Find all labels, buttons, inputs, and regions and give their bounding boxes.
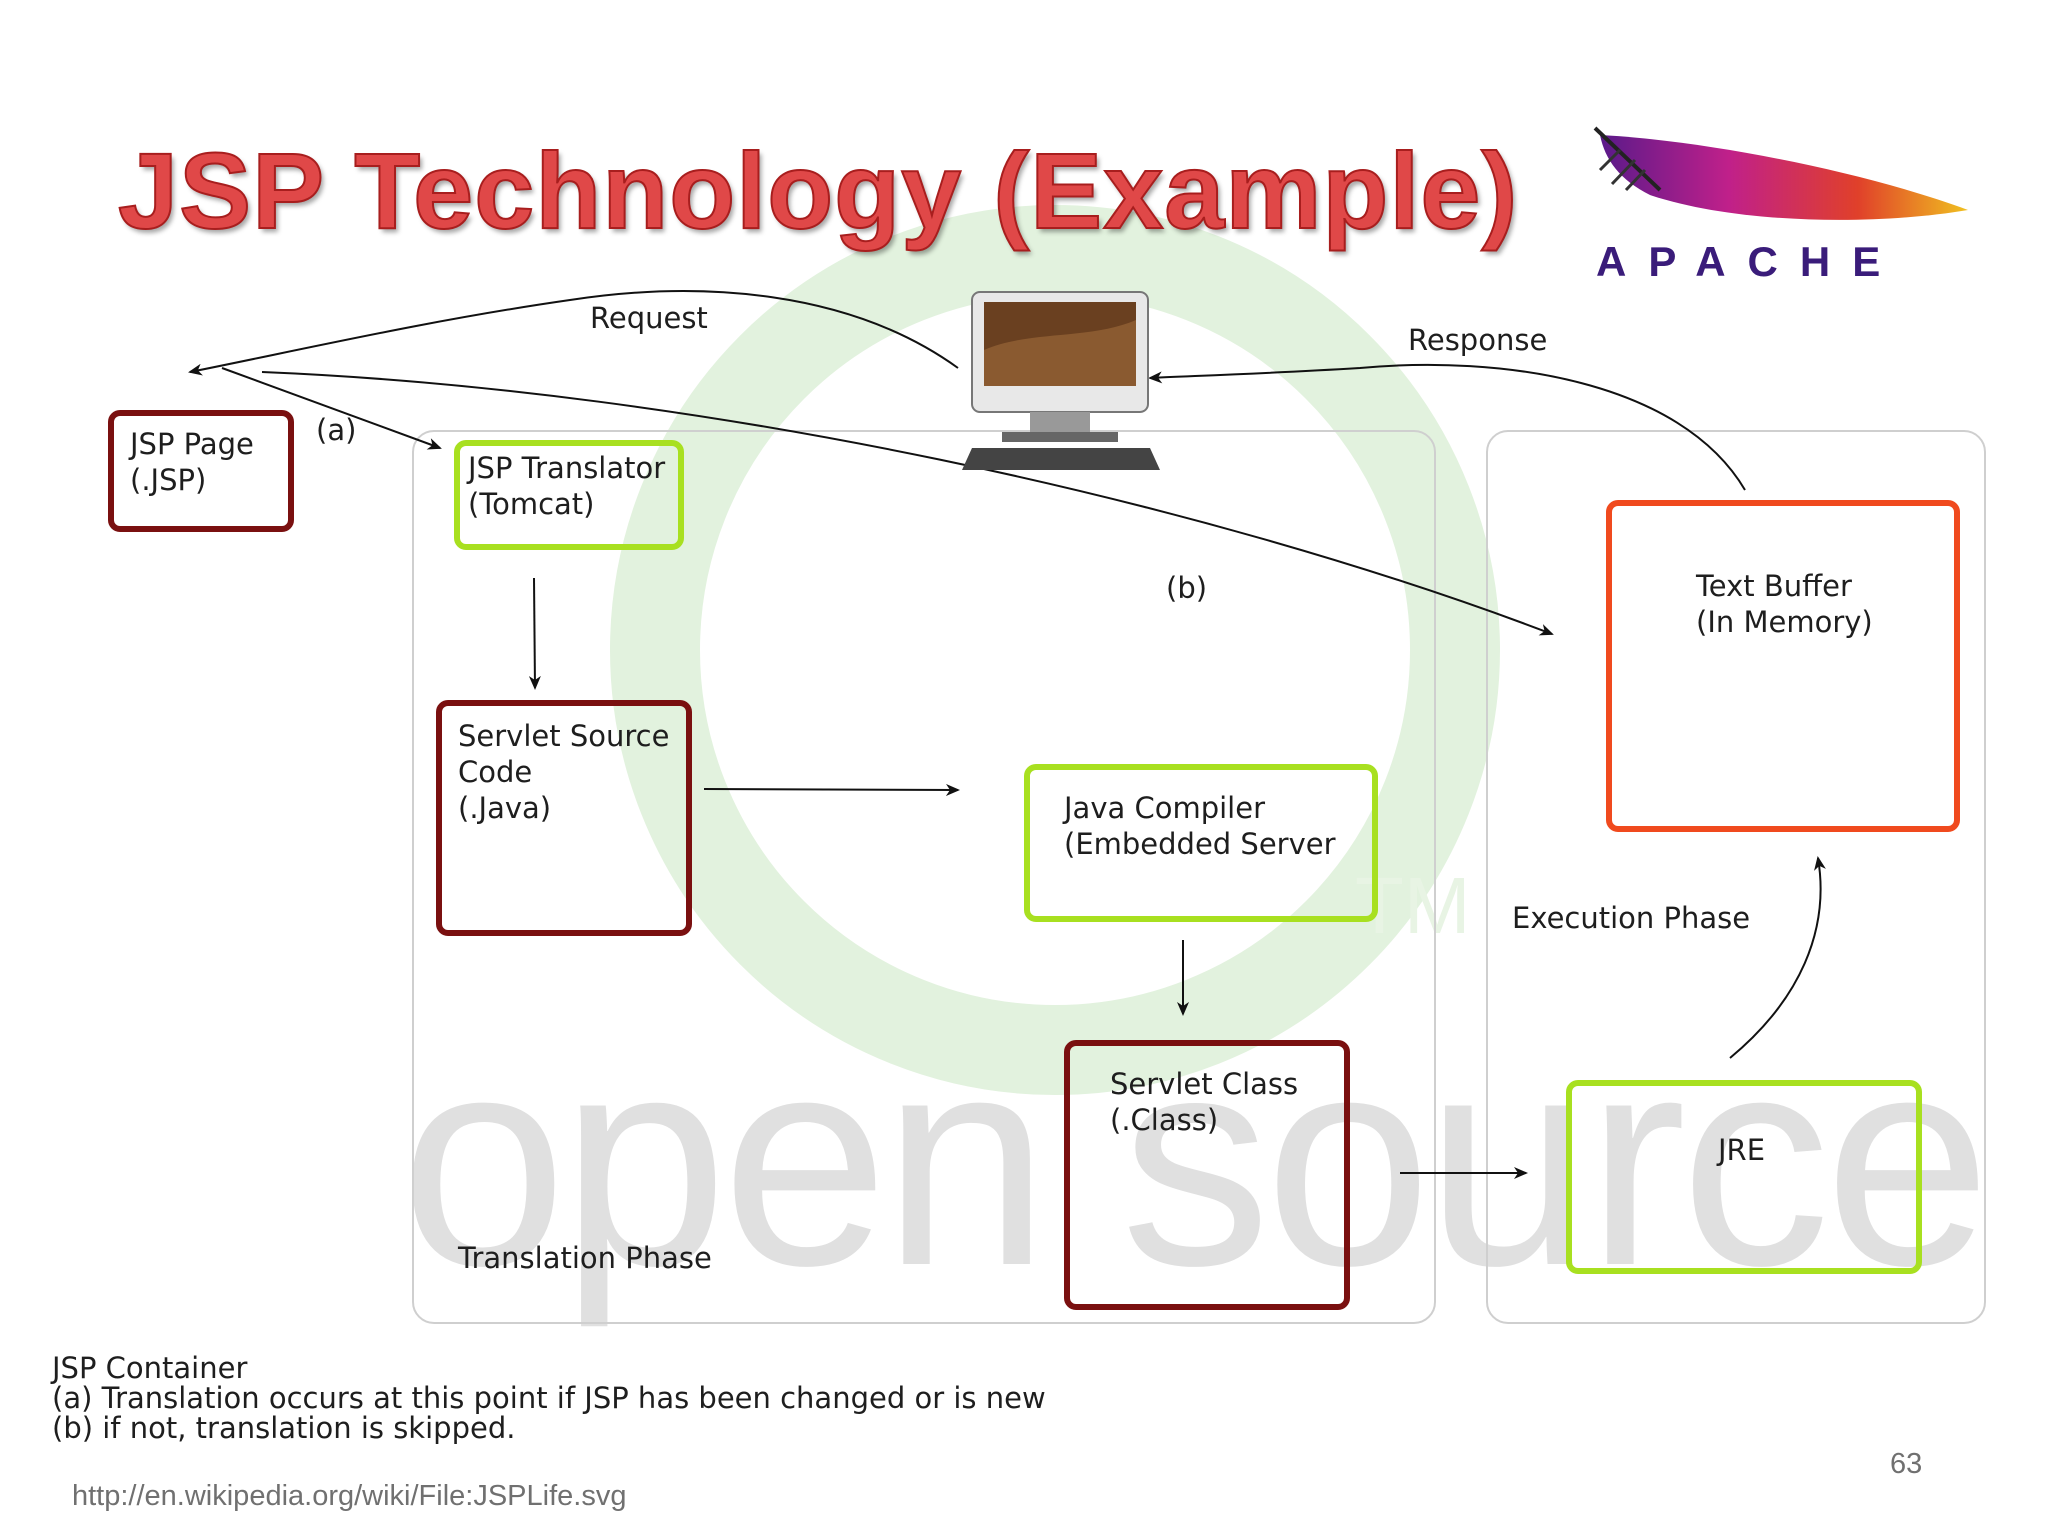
apache-wordmark: APACHE [1596,238,1903,285]
response-label: Response [1408,323,1548,357]
label-a: (a) [316,413,357,447]
container-title: JSP Container [52,1351,248,1385]
arrow-translator-to-source [528,577,541,690]
text-buffer-box [1606,500,1960,832]
servlet-source-label: Servlet Source Code (.Java) [458,719,670,825]
request-label: Request [590,301,708,335]
source-url[interactable]: http://en.wikipedia.org/wiki/File:JSPLif… [72,1480,627,1512]
watermark-keyhole-slot [940,600,1030,840]
watermark-ring [610,205,1500,1095]
jre-label: JRE [1718,1133,1766,1167]
servlet-class-label: Servlet Class (.Class) [1110,1067,1299,1137]
java-compiler-box [1024,764,1378,922]
execution-phase-panel [1486,430,1986,1324]
response-arrow [1148,363,1746,491]
note-a: (a) Translation occurs at this point if … [52,1381,1046,1415]
jsp-page-box [108,410,294,532]
translation-phase-label: Translation Phase [458,1241,712,1275]
note-b: (b) if not, translation is skipped. [52,1411,516,1445]
watermark-text: open source [400,992,1991,1328]
arrow-a [221,367,442,450]
page-title: JSP Technology (Example) [117,129,1519,252]
request-arrow [188,290,959,376]
arrow-jre-to-buffer [1729,856,1826,1059]
servlet-source-box [436,700,692,936]
translation-phase-panel [412,430,1436,1324]
arrow-source-to-compiler [703,783,960,796]
jsp-translator-box [454,440,684,550]
label-b: (b) [1166,571,1208,605]
page-number: 63 [1890,1448,1923,1480]
jre-box [1566,1080,1922,1274]
jsp-page-label: JSP Page (.JSP) [130,427,254,497]
arrow-b [261,371,1554,636]
servlet-class-box [1064,1040,1350,1310]
jsp-translator-label: JSP Translator (Tomcat) [468,451,666,521]
execution-phase-label: Execution Phase [1512,901,1751,935]
java-compiler-label: Java Compiler (Embedded Server [1064,791,1336,861]
text-buffer-label: Text Buffer (In Memory) [1696,569,1873,639]
